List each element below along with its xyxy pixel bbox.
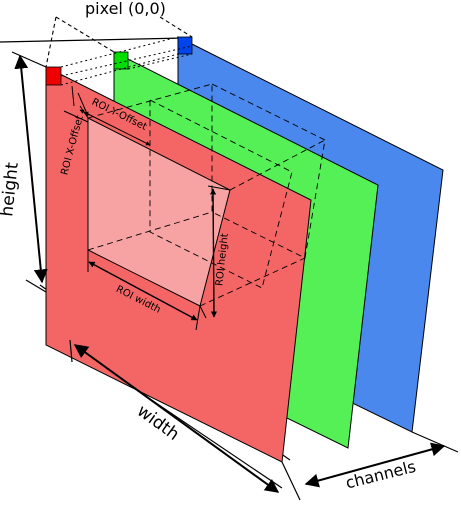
red-origin-pixel <box>45 66 62 86</box>
roi-y-offset-dimension <box>79 105 151 146</box>
roi-height-label: ROI height <box>214 233 230 287</box>
width-dimension <box>69 339 280 493</box>
pixel-link-dots <box>60 36 193 86</box>
channels-label: channels <box>344 457 418 493</box>
roi-width-dimension <box>87 250 201 331</box>
green-origin-pixel <box>113 51 129 70</box>
pixel-origin-label: pixel (0,0) <box>85 0 166 18</box>
height-dimension <box>11 51 48 293</box>
roi-height-dimension <box>199 185 231 319</box>
channels-dimension <box>281 431 459 501</box>
height-label: height <box>0 161 23 217</box>
blue-origin-pixel <box>177 36 193 55</box>
